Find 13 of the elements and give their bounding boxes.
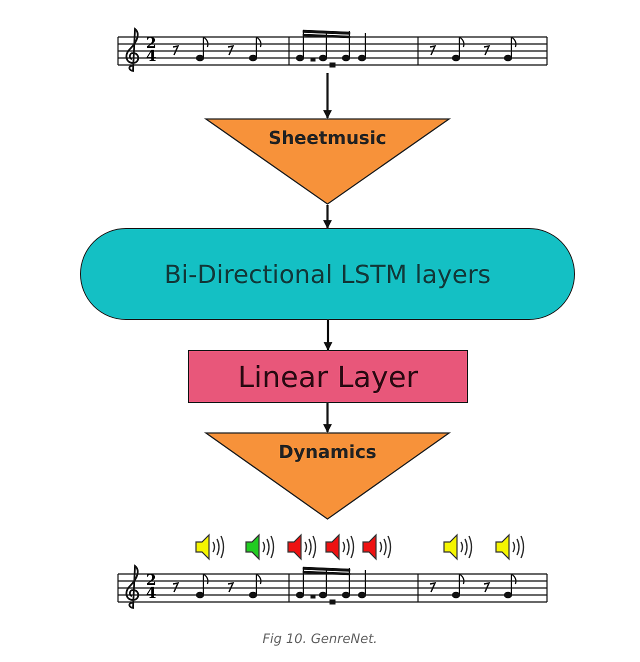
sheet-music-drawing: [118, 25, 550, 73]
node-label: Sheetmusic: [268, 128, 388, 149]
arrow: [323, 73, 332, 119]
arrow: [323, 205, 332, 229]
arrow: [323, 403, 332, 433]
node-label: Bi-Directional LSTM layers: [164, 260, 491, 288]
triangle-shape: [205, 118, 450, 205]
layer-box: [188, 350, 468, 403]
node-label: Linear Layer: [238, 360, 418, 394]
arrow: [324, 320, 332, 351]
node-label: Dynamics: [278, 442, 378, 463]
caption: Fig 10. GenreNet.: [262, 632, 378, 647]
triangle-shape: [205, 432, 450, 520]
